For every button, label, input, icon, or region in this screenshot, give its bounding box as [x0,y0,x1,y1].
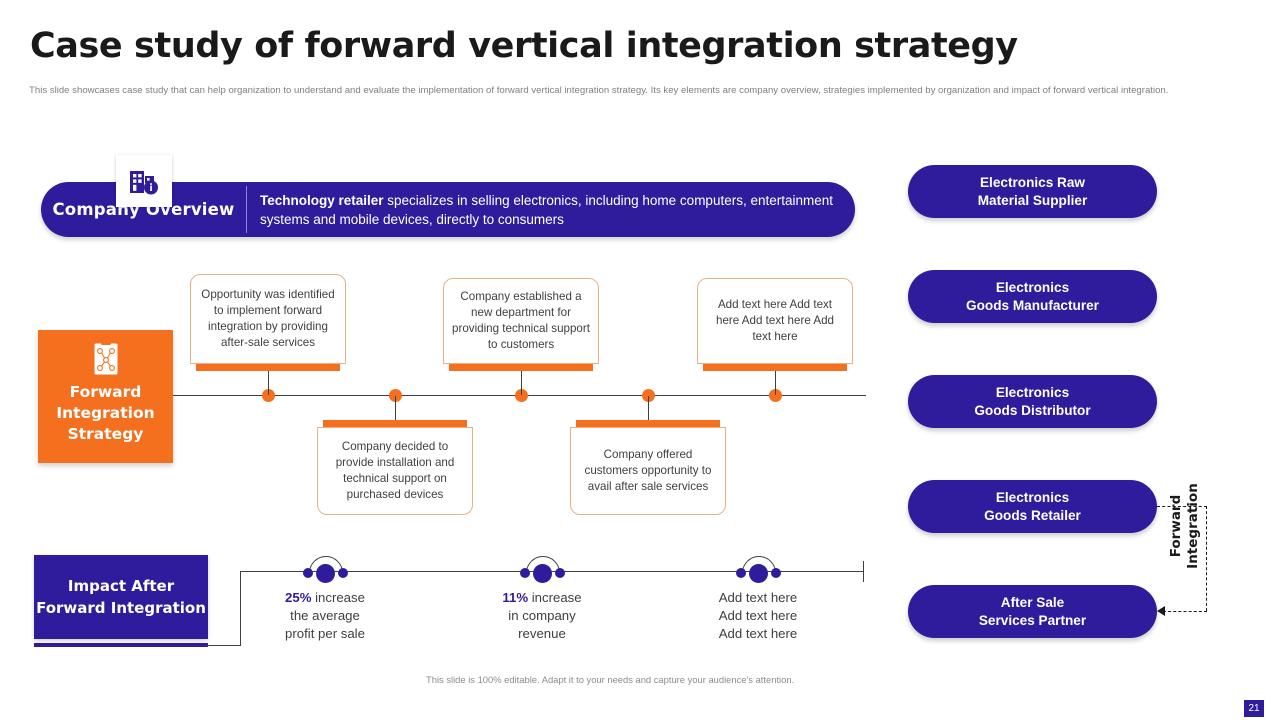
impact-marker-3 [728,556,788,586]
chain-box-4-line1: Electronics [995,489,1070,505]
forward-label-line2: Integration [1185,483,1201,569]
impact-item-1: 25% increase the average profit per sale [235,589,415,643]
timeline-dot-2 [389,389,402,402]
timeline-stem-3 [521,370,522,395]
timeline-dot-1 [262,389,275,402]
impact-item-1-line2: the average [290,608,360,623]
strategy-card-4-text: Company offered customers opportunity to… [584,448,712,493]
company-overview-bar [41,182,855,237]
timeline-stem-5 [775,370,776,395]
fis-label-text: Forward Integration Strategy [56,383,155,443]
strategy-card-3-text: Company established a new department for… [452,290,590,351]
forward-integration-strategy-label: Forward Integration Strategy [38,382,173,445]
chain-box-3-line2: Goods Distributor [974,402,1091,418]
timeline-stem-4 [648,396,649,421]
strategy-card-4-accent [576,420,720,427]
impact-after-forward-integration-box: Impact After Forward Integration [34,555,208,639]
chain-box-4-line2: Goods Retailer [984,507,1081,523]
impact-underline [34,643,208,647]
page-subtitle: This slide showcases case study that can… [29,85,1169,96]
strategy-card-4[interactable]: Company offered customers opportunity to… [570,427,726,515]
impact-marker-2 [512,556,572,586]
impact-item-2-stat: 11% [502,590,529,605]
impact-marker-2-dot-left [520,568,530,578]
forward-integration-arrow-icon [1157,606,1165,616]
strategy-card-5-text: Add text here Add text here Add text her… [716,298,834,343]
impact-marker-3-dot-right [771,568,781,578]
strategy-card-3[interactable]: Company established a new department for… [443,278,599,364]
impact-item-2-line1: 11% increase [452,589,632,607]
impact-marker-1-dot-left [303,568,313,578]
impact-label: Impact After Forward Integration [36,577,206,617]
chain-box-2-line1: Electronics [995,279,1070,295]
company-overview-text-bold: Technology retailer [260,193,384,208]
impact-item-3-rest: Add text here [718,590,798,605]
strategy-card-2[interactable]: Company decided to provide installation … [317,427,473,515]
company-overview-divider [246,186,247,233]
strategy-card-2-text: Company decided to provide installation … [335,440,455,501]
timeline-dot-5 [769,389,782,402]
impact-item-2: 11% increase in company revenue [452,589,632,643]
impact-marker-3-dot-left [736,568,746,578]
impact-item-2-line2: in company [508,608,576,623]
timeline-stem-1 [268,370,269,395]
forward-integration-dash-top [1157,506,1207,508]
impact-item-3-line1: Add text here [668,589,848,607]
strategy-card-3-accent [449,364,593,371]
strategy-card-5[interactable]: Add text here Add text here Add text her… [697,278,853,364]
company-overview-text: Technology retailer specializes in selli… [260,186,840,234]
impact-item-1-line1: 25% increase [235,589,415,607]
impact-item-2-rest: increase [528,590,582,605]
impact-item-3-line3: Add text here [718,626,798,641]
impact-marker-1-dot-right [338,568,348,578]
forward-integration-strategy-box: Forward Integration Strategy [38,330,173,463]
building-info-icon [116,155,172,207]
impact-item-3: Add text here Add text here Add text her… [668,589,848,643]
impact-marker-2-dot-center [533,564,552,583]
impact-item-1-rest: increase [311,590,365,605]
impact-item-3-line2: Add text here [718,608,798,623]
chain-box-5-line2: Services Partner [978,612,1087,628]
company-overview-text-rest: specializes in selling electronics, incl… [260,193,834,227]
impact-item-1-line3: profit per sale [285,626,365,641]
strategy-card-2-accent [323,420,467,427]
impact-marker-1-dot-center [316,564,335,583]
chain-box-1-line1: Electronics Raw [979,174,1085,190]
impact-item-2-line3: revenue [518,626,566,641]
impact-marker-2-dot-right [555,568,565,578]
impact-connector-vertical [240,571,241,645]
timeline-dot-3 [515,389,528,402]
forward-integration-dash-bottom [1163,611,1207,613]
forward-integration-dash-right [1206,506,1208,611]
chain-box-5-line1: After Sale [1000,594,1065,610]
chain-box-3-line1: Electronics [995,384,1070,400]
page-number-badge: 21 [1244,700,1264,717]
strategy-card-1-text: Opportunity was identified to implement … [201,288,335,349]
strategy-card-1[interactable]: Opportunity was identified to implement … [190,274,346,364]
impact-timeline-endcap [863,561,864,582]
chain-box-1-line2: Material Supplier [977,192,1088,208]
impact-marker-1 [295,556,355,586]
impact-marker-3-dot-center [749,564,768,583]
strategy-card-1-accent [196,364,340,371]
timeline-dot-4 [642,389,655,402]
timeline-stem-2 [395,396,396,421]
chain-box-2-line2: Goods Manufacturer [966,297,1099,313]
page-title: Case study of forward vertical integrati… [30,26,1018,66]
forward-label-line1: Forward [1168,494,1184,558]
strategy-card-5-accent [703,364,847,371]
impact-item-1-stat: 25% [285,590,312,605]
footer-note: This slide is 100% editable. Adapt it to… [426,674,795,685]
clipboard-strategy-icon [38,339,173,379]
impact-connector-horizontal [205,645,241,646]
company-overview-label: Company Overview [52,200,235,219]
